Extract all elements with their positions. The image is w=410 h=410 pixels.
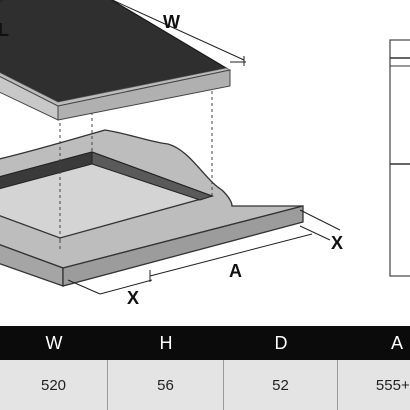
countertop-right-edge (62, 205, 304, 287)
value-h: 56 (108, 360, 224, 410)
projection-lines (59, 85, 213, 250)
side-view (389, 39, 410, 277)
header-h: H (159, 332, 173, 353)
dimensions-table: W H D A 520 56 52 555+5 (0, 326, 410, 410)
width-label: W (163, 12, 180, 32)
a-dimension-line (149, 233, 313, 282)
width-dimension-line (111, 0, 246, 66)
x-bottom-label: X (127, 288, 139, 308)
length-dimension-line (0, 0, 5, 3)
x-bottom-dimension-line (67, 279, 153, 295)
table-row: 520 56 52 555+5 (0, 360, 410, 410)
length-label: L (0, 20, 9, 40)
cooktop-side-edge (57, 69, 231, 121)
value-a: 555+5 (375, 376, 410, 394)
cutout-inner-wall-right (91, 151, 214, 201)
header-d: D (274, 332, 288, 353)
value-d: 52 (224, 360, 338, 410)
installation-diagram: L W X A X (0, 0, 410, 308)
header-a: A (390, 332, 403, 353)
value-w: 520 (0, 360, 108, 410)
x-right-label: X (331, 233, 343, 253)
table-header-row: W H D A (0, 326, 410, 360)
header-w: W (45, 332, 63, 353)
a-label: A (229, 261, 242, 281)
x-right-dimension-line (299, 209, 341, 241)
